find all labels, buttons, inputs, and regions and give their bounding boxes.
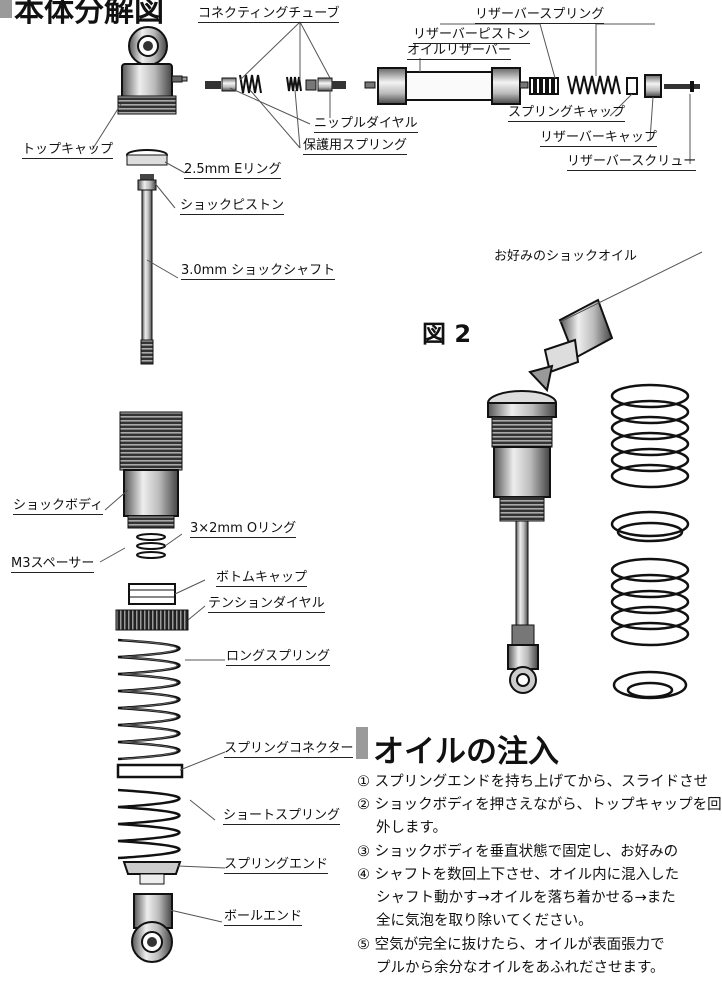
shock-body-drawing — [115, 411, 189, 631]
figure-label: 図 2 — [422, 320, 472, 348]
label-short-spring: ショートスプリング — [223, 808, 341, 825]
label-oil-reservoir: オイルリザーバー — [407, 43, 511, 60]
label-spring-cap: スプリングキャップ — [508, 105, 626, 122]
step-5-continued: プルから余分なオイルをあふれださせます。 — [376, 960, 665, 976]
step-4: ④ シャフトを数回上下させ、オイル内に混入した — [357, 867, 680, 883]
spring-set-drawing — [610, 383, 690, 700]
label-protective-spring: 保護用スプリング — [303, 138, 408, 155]
label-nipple-dial: ニップルダイヤル — [314, 116, 418, 133]
label-m3-spacer: M3スペーサー — [11, 556, 95, 573]
long-spring-drawing — [116, 638, 184, 860]
label-reservoir-cap: リザーバーキャップ — [540, 130, 657, 147]
label-bottom-cap: ボトムキャップ — [216, 570, 308, 587]
label-shock-shaft: 3.0mm ショックシャフト — [181, 263, 336, 280]
step-4-continued-a: シャフト動かす→オイルを落ち着かせる→また — [376, 890, 676, 906]
step-2: ② ショックボディを押さえながら、トップキャップを回 — [357, 797, 722, 813]
label-spring-connector: スプリングコネクター — [224, 741, 354, 758]
label-connecting-tube: コネクティングチューブ — [198, 6, 340, 23]
label-shock-oil: お好みのショックオイル — [494, 249, 638, 264]
shock-shaft-drawing — [126, 149, 168, 365]
ball-end-drawing — [122, 861, 182, 963]
title-bar-accent — [0, 0, 12, 18]
exploded-diagram-art — [91, 21, 703, 963]
shock-assembly-drawing — [487, 390, 557, 694]
label-spring-end: スプリングエンド — [224, 857, 329, 874]
label-shock-body: ショックボディ — [13, 498, 104, 515]
label-reservoir-screw: リザーバースクリュー — [567, 154, 697, 171]
label-e-ring: 2.5mm Eリング — [184, 162, 282, 179]
label-ball-end: ボールエンド — [224, 909, 303, 926]
connecting-tube-drawing — [205, 74, 346, 94]
label-o-ring: 3×2mm Oリング — [190, 521, 297, 538]
label-tension-dial: テンションダイヤル — [208, 596, 325, 613]
label-top-cap: トップキャップ — [22, 142, 114, 159]
step-4-continued-b: 全に気泡を取り除いてください。 — [376, 913, 593, 929]
top-cap-drawing — [117, 26, 188, 115]
label-long-spring: ロングスプリング — [226, 649, 331, 666]
step-2-continued: 外します。 — [376, 820, 448, 836]
step-3: ③ ショックボディを垂直状態で固定し、お好みの — [357, 844, 679, 860]
page-title: 本体分解図 — [14, 0, 164, 29]
section-title: オイルの注入 — [373, 734, 559, 770]
section-bar-accent — [356, 727, 368, 759]
label-shock-piston: ショックピストン — [180, 198, 285, 215]
label-reservoir-piston: リザーバーピストン — [413, 27, 530, 44]
oil-bottle-drawing — [528, 298, 614, 393]
step-1: ① スプリングエンドを持ち上げてから、スライドさせ — [357, 774, 709, 790]
oil-reservoir-drawing — [364, 67, 700, 105]
leader-lines — [91, 21, 703, 923]
step-5: ⑤ 空気が完全に抜けたら、オイルが表面張力で — [357, 937, 665, 953]
label-reservoir-spring: リザーバースプリング — [475, 7, 605, 24]
